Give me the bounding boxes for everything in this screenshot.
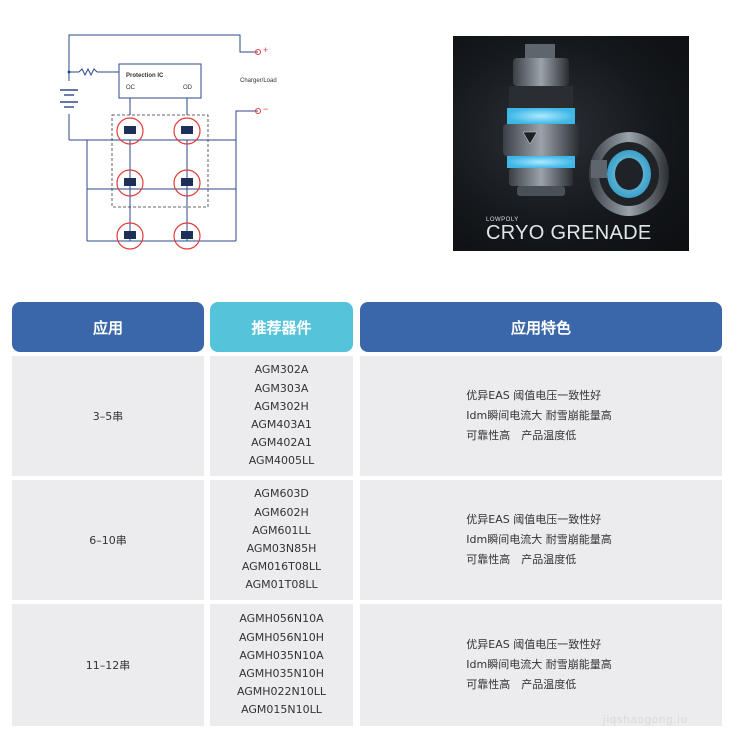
device-item: AGM303A <box>254 381 309 395</box>
feature-line: 优异EAS 阈值电压一致性好 <box>466 389 602 402</box>
row-1-application: 3–5串 <box>12 356 204 476</box>
feature-line: Idm瞬间电流大 耐雪崩能量高 <box>466 409 612 422</box>
device-item: AGM016T08LL <box>241 560 322 574</box>
row-2-features: 优异EAS 阈值电压一致性好 Idm瞬间电流大 耐雪崩能量高 可靠性高 产品温度… <box>360 480 722 600</box>
header-features: 应用特色 <box>360 302 722 352</box>
device-item: AGM402A1 <box>251 436 312 450</box>
device-item: AGM015N10LL <box>241 703 322 717</box>
feature-line: 可靠性高 产品温度低 <box>466 429 577 442</box>
device-item: AGM01T08LL <box>245 578 318 592</box>
row-1-devices: AGM302A AGM303A AGM302H AGM403A1 AGM402A… <box>210 356 353 476</box>
row-2-application: 6–10串 <box>12 480 204 600</box>
product-brand: LOWPOLY <box>486 217 519 223</box>
device-item: AGM602H <box>254 505 309 519</box>
device-item: AGMH056N10H <box>238 630 325 644</box>
feature-line: 可靠性高 产品温度低 <box>466 678 577 691</box>
feature-line: Idm瞬间电流大 耐雪崩能量高 <box>466 658 612 671</box>
feature-line: 优异EAS 阈值电压一致性好 <box>466 638 602 651</box>
terminal-plus: + <box>263 45 269 55</box>
device-item: AGM601LL <box>252 523 311 537</box>
mosfet-markers <box>116 117 201 250</box>
device-item: AGM603D <box>254 487 309 501</box>
feature-line: Idm瞬间电流大 耐雪崩能量高 <box>466 533 612 546</box>
feature-line: 可靠性高 产品温度低 <box>466 553 577 566</box>
protection-circuit-diagram: Protection IC OC OD + − Charger/Load <box>50 28 290 250</box>
ic-pin-oc: OC <box>126 85 135 91</box>
row-1-features: 优异EAS 阈值电压一致性好 Idm瞬间电流大 耐雪崩能量高 可靠性高 产品温度… <box>360 356 722 476</box>
grenade-illustration <box>503 44 669 216</box>
header-application: 应用 <box>12 302 204 352</box>
device-item: AGM302H <box>254 399 309 413</box>
charger-load-label: Charger/Load <box>240 78 277 84</box>
ic-pin-od: OD <box>183 85 192 91</box>
device-item: AGM403A1 <box>251 418 312 431</box>
terminal-minus: − <box>263 104 269 114</box>
watermark: jiqshaogong.iu <box>603 714 688 726</box>
ic-title: Protection IC <box>126 73 164 79</box>
header-recommended-devices: 推荐器件 <box>210 302 353 352</box>
row-2-devices: AGM603D AGM602H AGM601LL AGM03N85H AGM01… <box>210 480 353 600</box>
feature-line: 优异EAS 阈值电压一致性好 <box>466 513 602 526</box>
device-item: AGM302A <box>254 363 309 377</box>
circuit-schematic <box>60 34 261 250</box>
row-3-devices: AGMH056N10A AGMH056N10H AGMH035N10A AGMH… <box>210 604 353 726</box>
product-title: CRYO GRENADE <box>486 222 652 244</box>
device-item: AGM4005LL <box>248 454 315 468</box>
row-3-application: 11–12串 <box>12 604 204 726</box>
device-item: AGMH022N10LL <box>236 685 327 699</box>
row-3-features: 优异EAS 阈值电压一致性好 Idm瞬间电流大 耐雪崩能量高 可靠性高 产品温度… <box>360 604 722 726</box>
device-item: AGMH056N10A <box>239 612 324 626</box>
product-image: LOWPOLY CRYO GRENADE <box>453 36 689 251</box>
device-item: AGMH035N10A <box>239 648 324 662</box>
device-item: AGM03N85H <box>246 542 317 555</box>
device-item: AGMH035N10H <box>238 667 325 680</box>
